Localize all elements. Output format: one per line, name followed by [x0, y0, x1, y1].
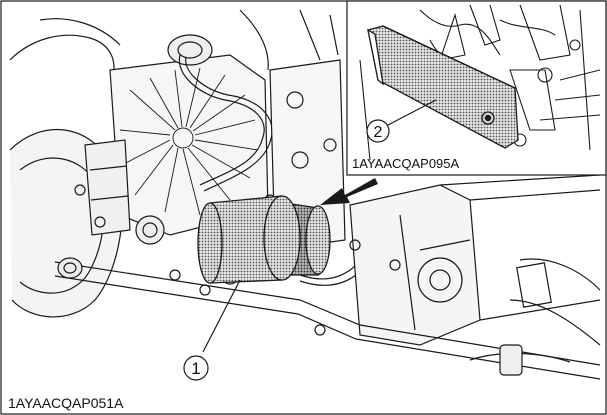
callout-1-number: 1	[191, 359, 200, 378]
cooling-fins	[119, 67, 259, 216]
callout-2-leader	[387, 99, 437, 126]
callout-1-circle	[183, 355, 209, 381]
inset-panel: 2 1AYAACQAP095A	[346, 0, 607, 176]
main-figure-code: 1AYAACQAP051A	[8, 395, 124, 411]
inset-reference-arrow	[320, 178, 378, 205]
inset-figure-code: 1AYAACQAP095A	[352, 156, 460, 171]
callout-2-number: 2	[374, 124, 383, 141]
fan-cover-panel	[367, 25, 519, 149]
callout-2-circle	[366, 119, 390, 143]
oil-filter	[197, 195, 331, 284]
engine-drawing	[9, 9, 601, 380]
callout-1-leader	[202, 279, 241, 353]
